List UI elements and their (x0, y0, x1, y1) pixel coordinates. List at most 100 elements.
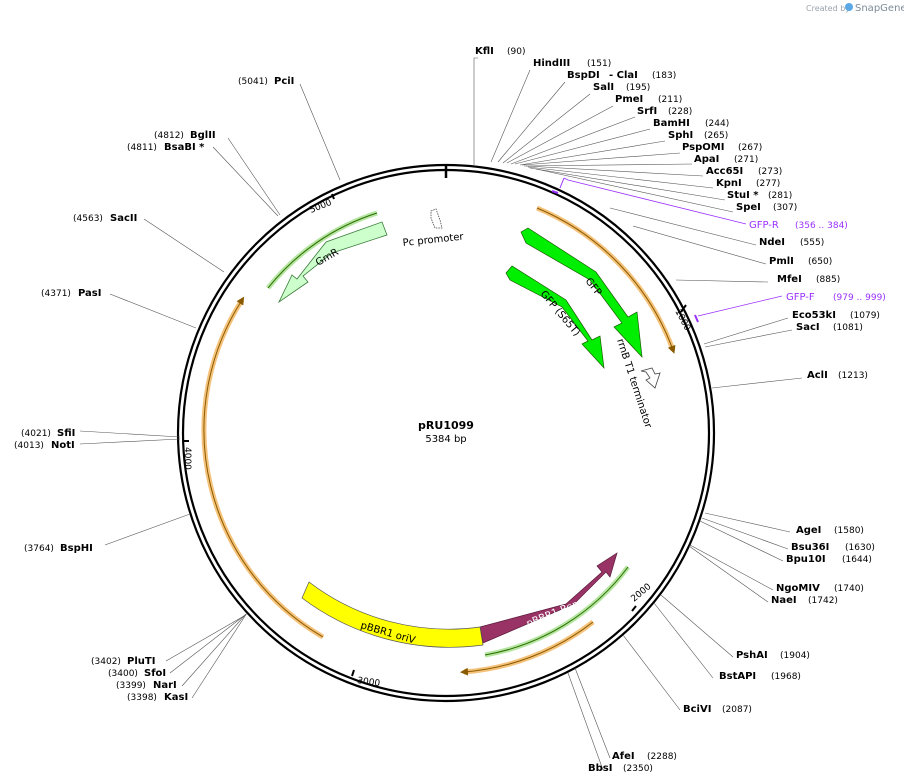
site-nari[interactable]: (3399)NarI (116, 680, 177, 691)
site-bspdi-clai[interactable]: BspDI- ClaI(183) (567, 70, 676, 81)
svg-text:(5041): (5041) (238, 77, 268, 87)
site-naei[interactable]: NaeI(1742) (771, 595, 838, 606)
feature-rrnb-terminator-label: rrnB T1 terminator (614, 338, 653, 431)
svg-text:NaeI: NaeI (771, 595, 797, 606)
site-bpu10i[interactable]: Bpu10I(1644) (786, 554, 872, 565)
svg-text:SpeI: SpeI (736, 202, 761, 213)
svg-text:(90): (90) (507, 47, 525, 57)
svg-text:SphI: SphI (668, 130, 693, 141)
svg-text:(2087): (2087) (722, 705, 752, 715)
svg-text:PspOMI: PspOMI (682, 142, 724, 153)
feature-pbbr1-oriv[interactable] (301, 581, 484, 648)
site-kfli[interactable]: KflI (90) (475, 46, 525, 57)
site-ngomiv[interactable]: NgoMIV (1740) (776, 583, 864, 594)
svg-text:SacI: SacI (796, 322, 820, 333)
feature-gfp-s65t[interactable] (505, 265, 605, 370)
site-sfoi[interactable]: (3400)SfoI (108, 668, 166, 679)
site-apai[interactable]: ApaI(271) (694, 154, 758, 165)
svg-text:(4563): (4563) (73, 214, 103, 224)
site-acli[interactable]: AclI(1213) (807, 370, 868, 381)
site-bbsi[interactable]: BbsI(2350) (588, 763, 653, 774)
svg-text:PmeI: PmeI (615, 94, 643, 105)
svg-text:(1081): (1081) (833, 323, 863, 333)
orf-arcs (201, 205, 676, 676)
svg-text:NdeI: NdeI (759, 237, 785, 248)
snapgene-label: SnapGene (855, 3, 904, 14)
svg-text:AfeI: AfeI (612, 751, 635, 762)
site-afei[interactable]: AfeI(2288) (612, 751, 677, 762)
svg-text:(3398): (3398) (127, 693, 157, 703)
site-srfi[interactable]: SrfI(228) (637, 106, 692, 117)
site-sfii[interactable]: (4021)SfiI (21, 428, 75, 439)
svg-text:BciVI: BciVI (683, 704, 711, 715)
svg-text:3000: 3000 (357, 676, 381, 689)
feature-gfp[interactable] (520, 227, 643, 359)
snapgene-logo-icon (845, 3, 853, 11)
site-bsphi[interactable]: (3764)BspHI (24, 543, 93, 554)
site-eco53ki[interactable]: Eco53kI(1079) (792, 310, 880, 321)
svg-text:- ClaI: - ClaI (609, 70, 638, 81)
site-mfei[interactable]: MfeI(885) (777, 274, 840, 285)
tick-3000: 3000 (351, 669, 381, 689)
primer-gfp-f-label: GFP-F (786, 292, 815, 303)
primer-gfp-f[interactable]: GFP-F (979 .. 999) (694, 292, 886, 323)
site-bstapi[interactable]: BstAPI(1968) (719, 671, 801, 682)
site-spei[interactable]: SpeI (307) (736, 202, 797, 213)
svg-text:(183): (183) (652, 71, 676, 81)
svg-text:(1213): (1213) (838, 371, 868, 381)
svg-text:Acc65I: Acc65I (706, 166, 743, 177)
site-kasi[interactable]: (3398)KasI (127, 692, 188, 703)
svg-text:2000: 2000 (630, 582, 654, 605)
svg-text:(195): (195) (626, 83, 650, 93)
site-kpni[interactable]: KpnI(277) (716, 178, 780, 189)
site-stui[interactable]: StuI *(281) (727, 190, 792, 201)
feature-rrnb-terminator[interactable] (640, 367, 661, 389)
svg-text:(307): (307) (773, 203, 797, 213)
svg-text:SfoI: SfoI (144, 668, 166, 679)
site-pshai[interactable]: PshAI(1904) (736, 650, 810, 661)
primer-gfp-r-label: GFP-R (749, 220, 779, 231)
svg-text:(151): (151) (587, 59, 611, 69)
site-acc65i[interactable]: Acc65I (273) (706, 166, 782, 177)
site-pmei[interactable]: PmeI(211) (615, 94, 682, 105)
svg-text:(1740): (1740) (834, 584, 864, 594)
site-ndei[interactable]: NdeI(555) (759, 237, 824, 248)
site-saci[interactable]: SacI (1081) (796, 322, 863, 333)
site-bglii[interactable]: (4812)BglII (154, 130, 216, 141)
site-sphi[interactable]: SphI(265) (668, 130, 728, 141)
svg-text:NotI: NotI (51, 440, 75, 451)
svg-text:(1630): (1630) (845, 543, 875, 553)
svg-text:(650): (650) (808, 257, 832, 267)
svg-text:KflI: KflI (475, 46, 494, 57)
svg-text:BsaBI *: BsaBI * (164, 142, 205, 153)
site-bcivi[interactable]: BciVI (2087) (683, 704, 752, 715)
site-pmli[interactable]: PmlI (650) (769, 256, 832, 267)
site-sali[interactable]: SalI(195) (593, 82, 650, 93)
feature-pc-promoter[interactable] (430, 208, 443, 229)
site-noti[interactable]: (4013) NotI (14, 440, 75, 451)
site-hindiii[interactable]: HindIII(151) (533, 58, 611, 69)
svg-text:(4013): (4013) (14, 441, 44, 451)
svg-text:(1580): (1580) (834, 526, 864, 536)
site-bsu36i[interactable]: Bsu36I(1630) (791, 542, 875, 553)
feature-pbbr1-rep[interactable] (479, 552, 618, 644)
svg-text:KpnI: KpnI (716, 178, 742, 189)
svg-text:(281): (281) (768, 191, 792, 201)
svg-text:SrfI: SrfI (637, 106, 657, 117)
site-sacii[interactable]: (4563)SacII (73, 213, 137, 224)
site-pluti[interactable]: (3402)PluTI (91, 656, 155, 667)
svg-text:NgoMIV: NgoMIV (776, 583, 820, 594)
site-pasi[interactable]: (4371)PasI (41, 288, 101, 299)
site-bamhi[interactable]: BamHI(244) (653, 118, 729, 129)
site-agei[interactable]: AgeI(1580) (796, 525, 864, 536)
primer-gfp-r[interactable]: GFP-R (356 .. 384) (551, 177, 848, 231)
svg-text:PmlI: PmlI (769, 256, 794, 267)
site-bsabi[interactable]: (4811)BsaBI * (127, 142, 205, 153)
feature-gmr[interactable] (277, 221, 388, 304)
svg-text:Bpu10I: Bpu10I (786, 554, 826, 565)
svg-text:(885): (885) (816, 275, 840, 285)
site-pcii[interactable]: (5041)PciI (238, 76, 294, 87)
svg-text:(273): (273) (758, 167, 782, 177)
svg-text:NarI: NarI (153, 680, 177, 691)
site-pspomi[interactable]: PspOMI(267) (682, 142, 762, 153)
